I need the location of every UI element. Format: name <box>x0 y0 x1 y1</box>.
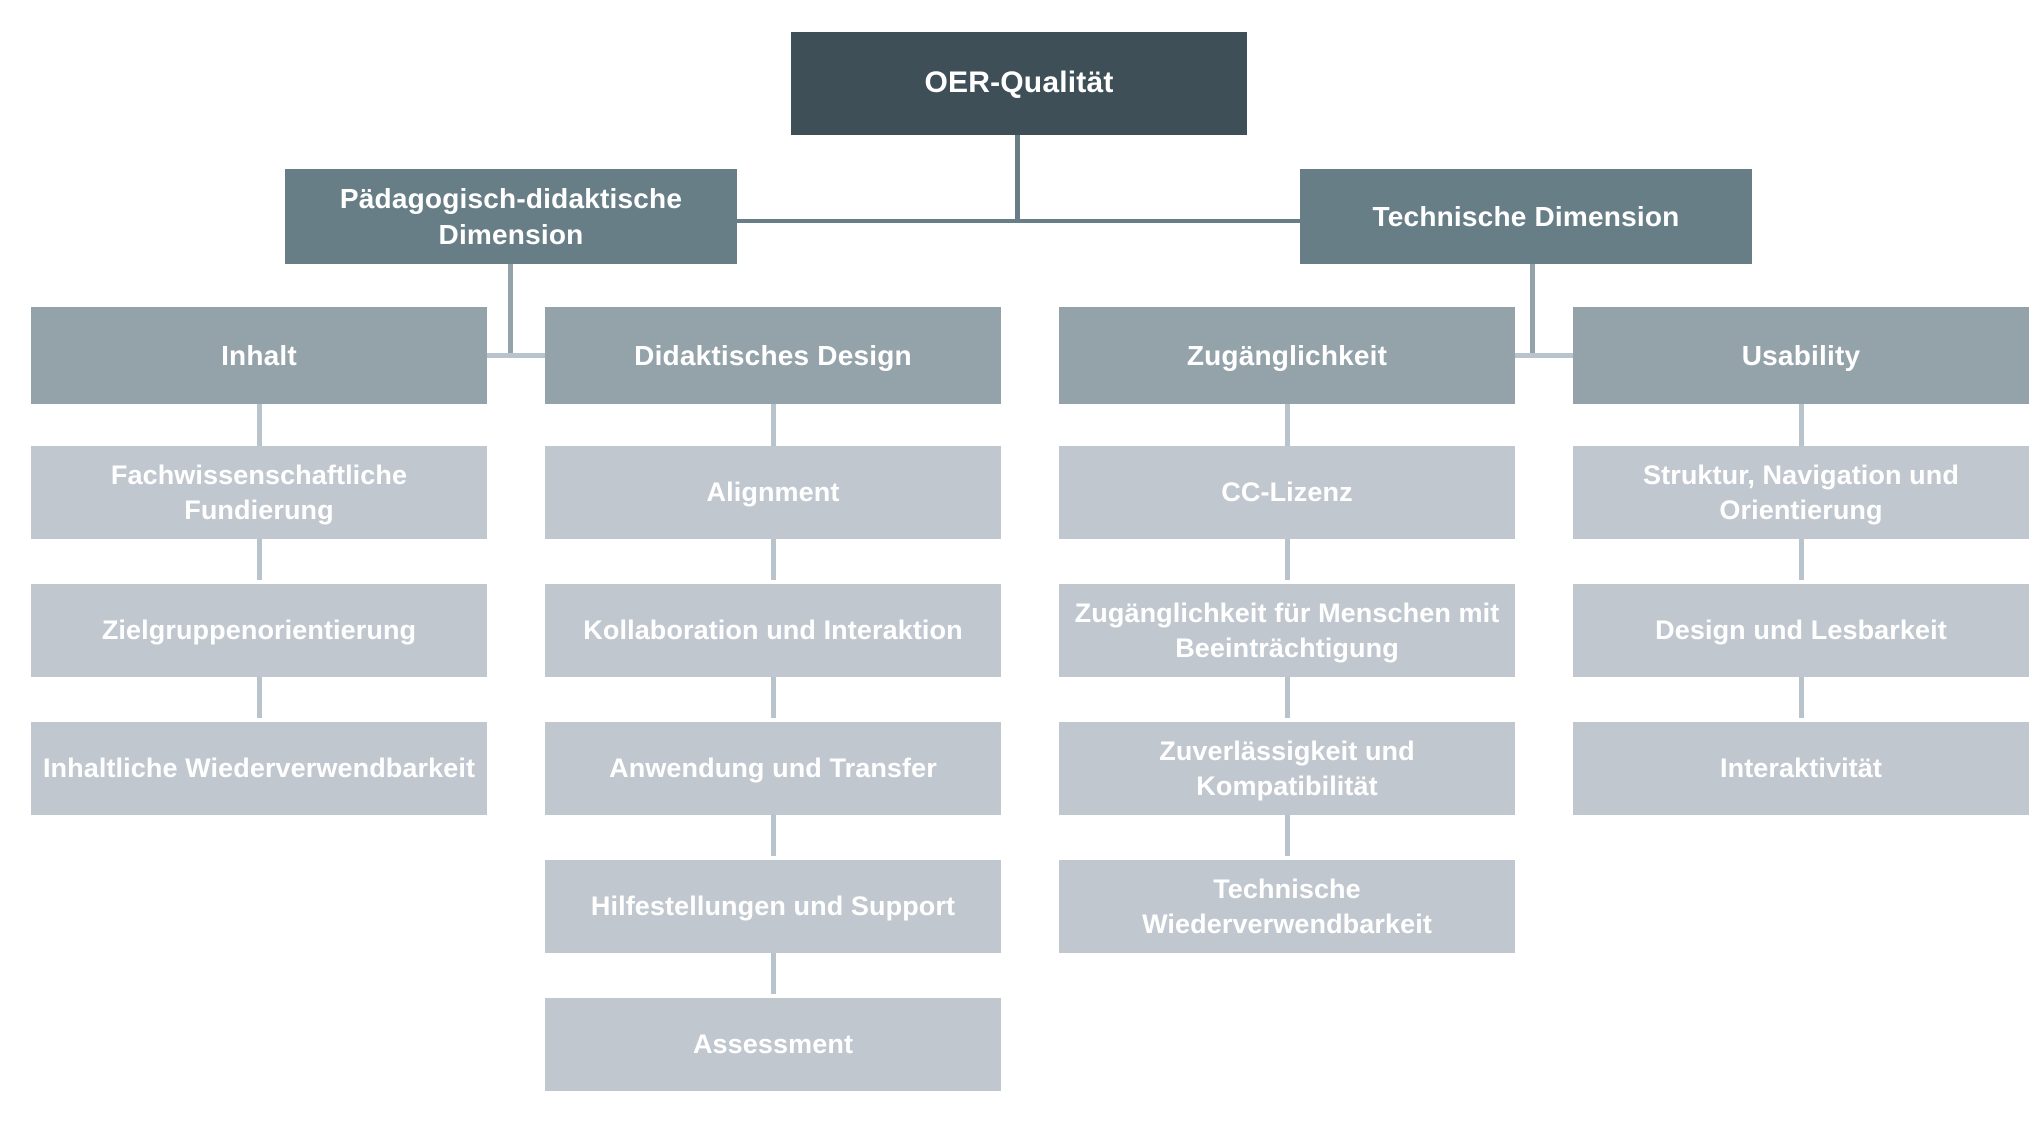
node-dimension-technisch[interactable]: Technische Dimension <box>1300 169 1752 264</box>
node-criterion-label: Alignment <box>706 477 840 508</box>
connector-dimension-spine <box>735 219 1305 223</box>
connector-col3-1 <box>1285 400 1290 450</box>
node-criterion-label: Technische Wiederverwendbarkeit <box>1142 873 1432 939</box>
connector-dim1-stem <box>508 263 513 358</box>
connector-col1-3 <box>257 676 262 718</box>
connector-dim2-stem <box>1530 263 1535 358</box>
node-criterion-label: Hilfestellungen und Support <box>590 891 956 922</box>
node-category-inhalt[interactable]: Inhalt <box>31 307 487 404</box>
connector-col1-1 <box>257 400 262 450</box>
node-criterion[interactable]: CC-Lizenz <box>1059 446 1515 539</box>
node-criterion[interactable]: Fachwissenschaftliche Fundierung <box>31 446 487 539</box>
node-category-label: Inhalt <box>221 339 297 371</box>
node-criterion-label: Zielgruppenorientierung <box>101 615 417 646</box>
connector-col4-2 <box>1799 538 1804 580</box>
node-criterion[interactable]: Zielgruppenorientierung <box>31 584 487 677</box>
connector-col2-3 <box>771 676 776 718</box>
node-criterion[interactable]: Assessment <box>545 998 1001 1091</box>
node-criterion[interactable]: Technische Wiederverwendbarkeit <box>1059 860 1515 953</box>
node-criterion[interactable]: Hilfestellungen und Support <box>545 860 1001 953</box>
node-category-label: Didaktisches Design <box>634 339 912 371</box>
node-criterion-label: Fachwissenschaftliche Fundierung <box>110 459 408 525</box>
node-root-oer-qualitaet[interactable]: OER-Qualität <box>791 32 1247 135</box>
node-criterion-label: Assessment <box>692 1029 854 1060</box>
node-criterion-label: Kollaboration und Interaktion <box>583 615 963 646</box>
node-criterion-label: Zuverlässigkeit und Kompatibilität <box>1159 735 1415 801</box>
connector-dim2-category-spine <box>1490 353 1598 358</box>
connector-col4-3 <box>1799 676 1804 718</box>
node-criterion[interactable]: Anwendung und Transfer <box>545 722 1001 815</box>
node-category-label: Zugänglichkeit <box>1186 339 1388 371</box>
connector-col3-2 <box>1285 538 1290 580</box>
node-criterion[interactable]: Kollaboration und Interaktion <box>545 584 1001 677</box>
node-criterion-label: Design und Lesbarkeit <box>1655 615 1947 646</box>
node-dimension-label: Technische Dimension <box>1372 200 1680 232</box>
node-criterion-label: Zugänglichkeit für Menschen mit Beeinträ… <box>1074 597 1500 663</box>
node-criterion-label: Inhaltliche Wiederverwendbarkeit <box>42 753 476 784</box>
node-dimension-paedagogisch-didaktisch[interactable]: Pädagogisch-didaktische Dimension <box>285 169 737 264</box>
connector-col2-2 <box>771 538 776 580</box>
connector-dim1-category-spine <box>378 353 643 358</box>
node-criterion-label: CC-Lizenz <box>1221 477 1353 508</box>
connector-col2-4 <box>771 814 776 856</box>
connector-col3-4 <box>1285 814 1290 856</box>
node-criterion[interactable]: Alignment <box>545 446 1001 539</box>
node-criterion[interactable]: Design und Lesbarkeit <box>1573 584 2029 677</box>
node-criterion[interactable]: Struktur, Navigation und Orientierung <box>1573 446 2029 539</box>
node-root-label: OER-Qualität <box>924 66 1114 100</box>
node-category-zugaenglichkeit[interactable]: Zugänglichkeit <box>1059 307 1515 404</box>
node-category-didaktisches-design[interactable]: Didaktisches Design <box>545 307 1001 404</box>
node-category-label: Usability <box>1741 339 1861 371</box>
connector-col1-2 <box>257 538 262 580</box>
node-criterion[interactable]: Interaktivität <box>1573 722 2029 815</box>
node-dimension-label: Pädagogisch-didaktische Dimension <box>339 182 683 250</box>
node-criterion-label: Anwendung und Transfer <box>609 753 937 784</box>
node-criterion[interactable]: Inhaltliche Wiederverwendbarkeit <box>31 722 487 815</box>
node-category-usability[interactable]: Usability <box>1573 307 2029 404</box>
connector-col3-3 <box>1285 676 1290 718</box>
connector-col2-1 <box>771 400 776 450</box>
connector-root-stem <box>1015 135 1020 223</box>
connector-col2-5 <box>771 952 776 994</box>
node-criterion-label: Interaktivität <box>1720 753 1882 784</box>
node-criterion[interactable]: Zugänglichkeit für Menschen mit Beeinträ… <box>1059 584 1515 677</box>
connector-col4-1 <box>1799 400 1804 450</box>
node-criterion[interactable]: Zuverlässigkeit und Kompatibilität <box>1059 722 1515 815</box>
node-criterion-label: Struktur, Navigation und Orientierung <box>1643 459 1959 525</box>
